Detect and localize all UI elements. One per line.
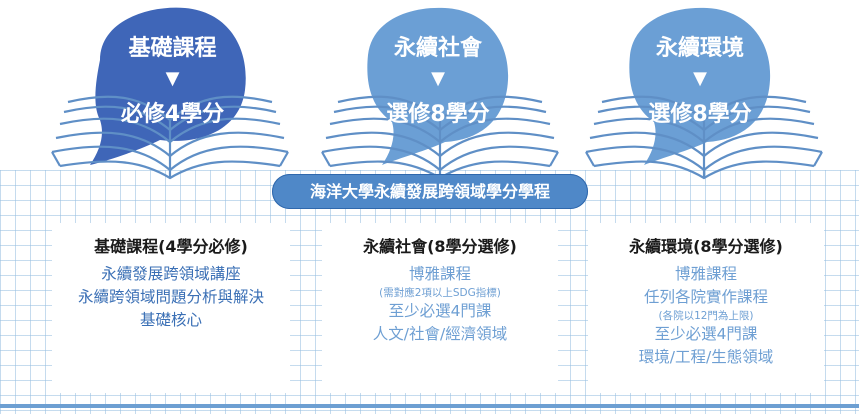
- program-banner: 海洋大學永續發展跨領域學分學程: [272, 174, 588, 209]
- note-text: (各院以12門為上限): [658, 310, 754, 322]
- down-arrow-icon: ▼: [431, 68, 445, 89]
- list-item: 博雅課程: [408, 265, 471, 283]
- bubble-environment-title: 永續環境: [655, 36, 744, 61]
- note-text: (需對應2項以上SDG指標): [379, 287, 501, 299]
- bottom-divider: [0, 404, 859, 408]
- bubble-society-text: 永續社會 ▼ 選修8學分: [368, 30, 508, 128]
- bubble-basic-title: 基礎課程: [128, 36, 217, 61]
- panel-society-heading: 永續社會(8學分選修): [363, 237, 517, 256]
- down-arrow-icon: ▼: [693, 68, 707, 89]
- book-3: [585, 95, 823, 180]
- bubble-environment: [629, 7, 771, 165]
- panel-environment-heading: 永續環境(8學分選修): [629, 237, 783, 256]
- bubble-society-credit: 選修8學分: [386, 102, 490, 127]
- list-item: 任列各院實作課程: [643, 288, 768, 306]
- list-item: 至少必選4門課: [388, 302, 492, 320]
- panel-society: 永續社會(8學分選修) 博雅課程 (需對應2項以上SDG指標) 至少必選4門課 …: [322, 223, 558, 393]
- list-item: 永續跨領域問題分析與解決: [77, 288, 264, 306]
- list-item: 永續發展跨領域講座: [101, 265, 241, 283]
- bubble-environment-credit: 選修8學分: [648, 102, 752, 127]
- down-arrow-icon: ▼: [165, 68, 180, 89]
- bubble-basic-credit: 必修4學分: [120, 102, 225, 127]
- book-1: [51, 95, 289, 180]
- list-item: 人文/社會/經濟領域: [372, 325, 508, 343]
- list-item: 至少必選4門課: [654, 325, 758, 343]
- bubble-basic: [90, 7, 246, 165]
- panel-basic-heading: 基礎課程(4學分必修): [94, 237, 248, 256]
- list-item: 環境/工程/生態領域: [638, 348, 774, 366]
- panel-environment: 永續環境(8學分選修) 博雅課程 任列各院實作課程 (各院以12門為上限) 至少…: [588, 223, 824, 393]
- list-item: 基礎核心: [139, 311, 202, 329]
- books-illustration: [51, 7, 823, 180]
- bubble-society-title: 永續社會: [393, 36, 482, 61]
- bubble-environment-text: 永續環境 ▼ 選修8學分: [630, 30, 770, 128]
- list-item: 博雅課程: [674, 265, 737, 283]
- book-2: [321, 95, 559, 180]
- bubble-basic-text: 基礎課程 ▼ 必修4學分: [100, 30, 245, 128]
- bubble-society: [367, 7, 509, 165]
- panel-basic: 基礎課程(4學分必修) 永續發展跨領域講座 永續跨領域問題分析與解決 基礎核心: [52, 223, 290, 393]
